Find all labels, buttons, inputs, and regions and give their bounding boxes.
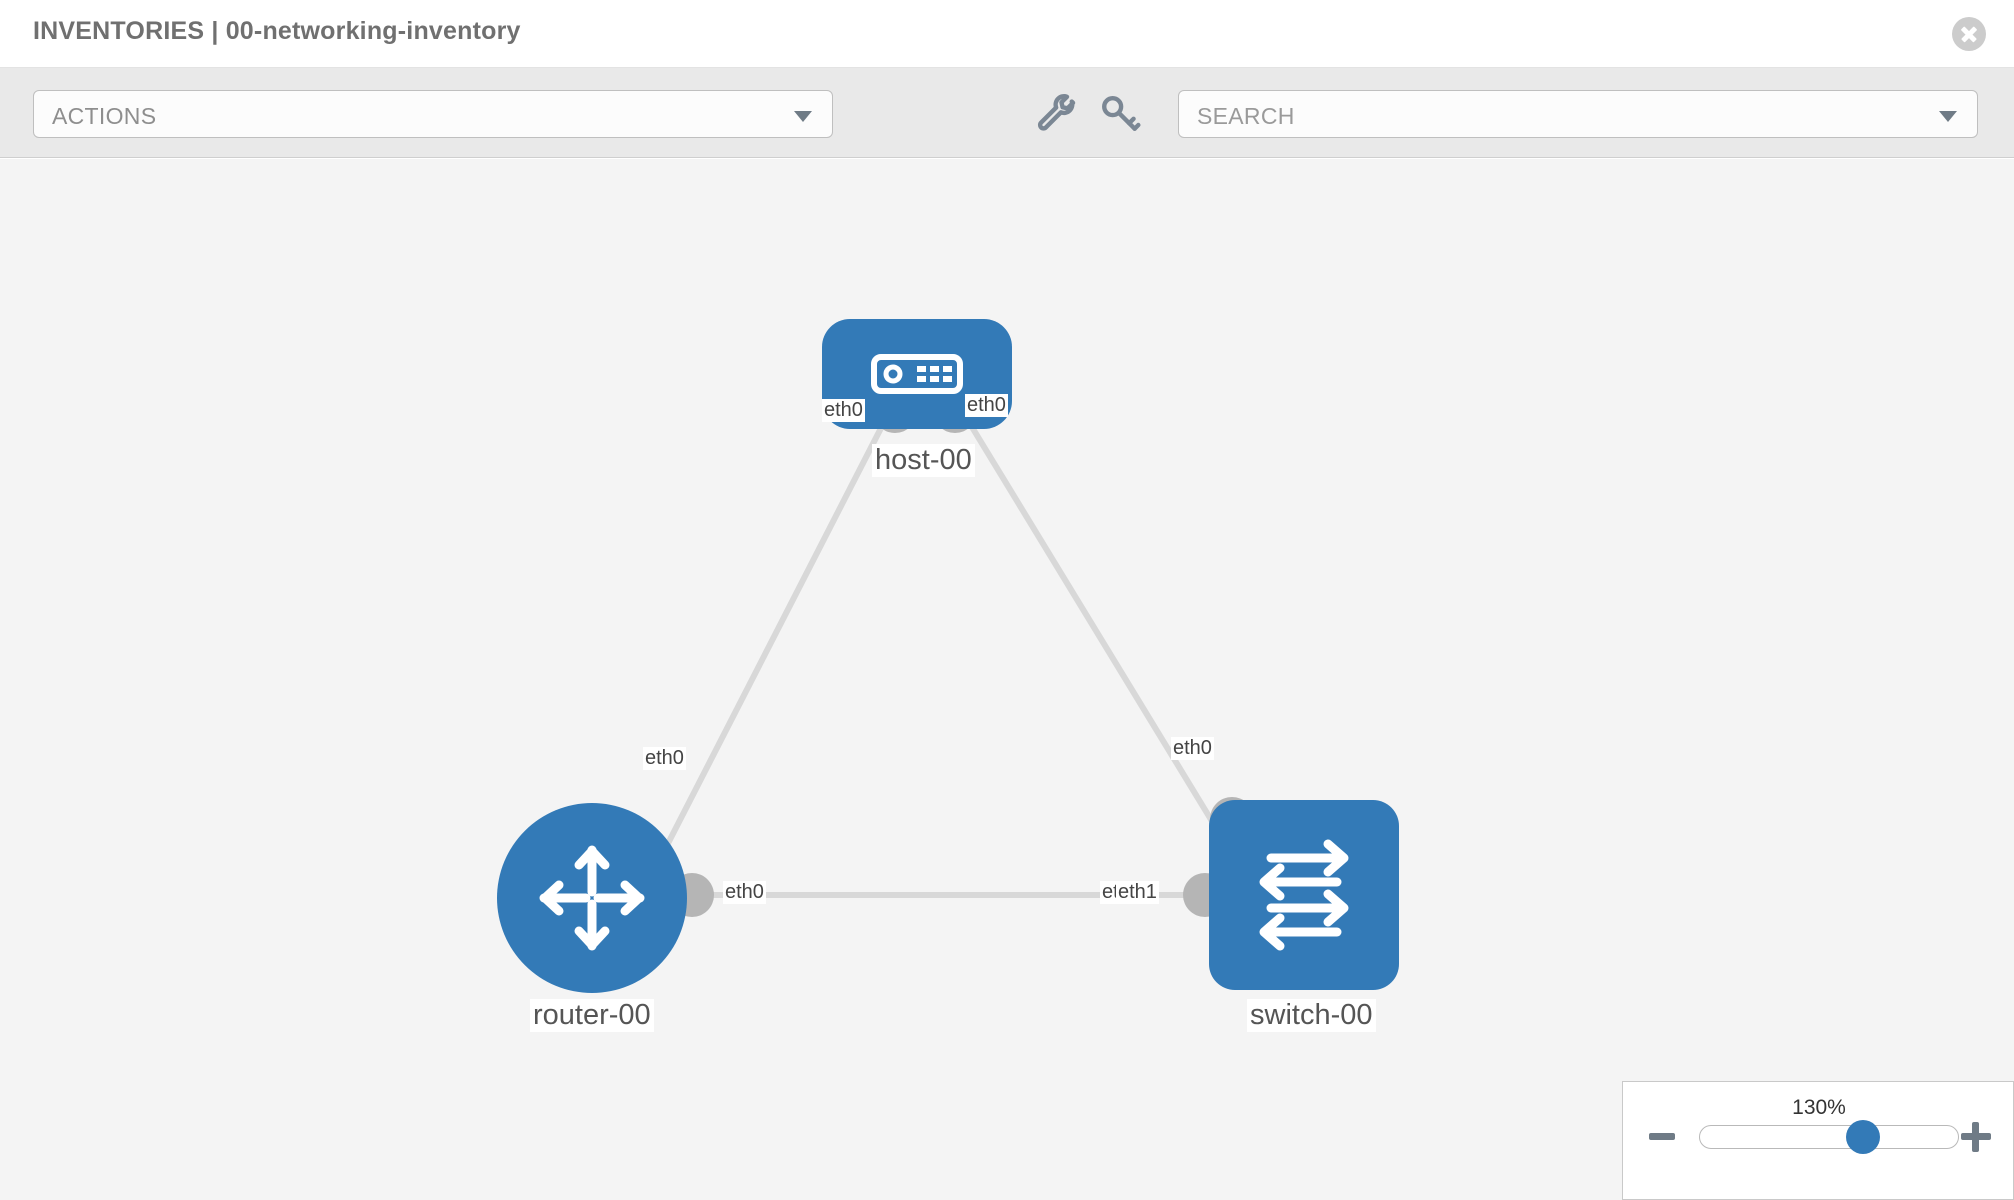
node-switch-00[interactable] (1209, 800, 1399, 990)
search-placeholder: SEARCH (1197, 103, 1295, 129)
port-label-switch-left-b: eth1 (1116, 881, 1159, 904)
zoom-slider-thumb[interactable] (1845, 1120, 1880, 1154)
port-label-router-up: eth0 (643, 747, 686, 770)
zoom-in-button[interactable] (1961, 1122, 1991, 1152)
node-label-switch: switch-00 (1247, 999, 1376, 1032)
node-label-router: router-00 (530, 999, 654, 1032)
port-label-host-left: eth0 (822, 399, 865, 422)
zoom-slider[interactable] (1699, 1120, 1959, 1154)
chevron-down-icon[interactable] (1939, 111, 1957, 122)
actions-dropdown-label: ACTIONS (52, 103, 157, 129)
page-header: INVENTORIES | 00-networking-inventory (0, 0, 2014, 68)
zoom-level-label: 130% (1792, 1096, 1846, 1119)
toolbar: ACTIONS SEARCH (0, 68, 2014, 158)
actions-dropdown[interactable]: ACTIONS (33, 90, 833, 138)
link-router-host (657, 389, 903, 861)
topology-canvas[interactable]: host-00 router-00 (0, 159, 2014, 1200)
switch-arrows-icon (1259, 839, 1349, 951)
zoom-control-panel: 130% (1622, 1081, 2014, 1200)
port-label-switch-up: eth0 (1171, 737, 1214, 760)
port-label-router-right: eth0 (723, 881, 766, 904)
chevron-down-icon (794, 111, 812, 122)
node-router-00[interactable] (497, 803, 687, 993)
port-label-host-right: eth0 (965, 394, 1008, 417)
search-input[interactable]: SEARCH (1178, 90, 1978, 138)
wrench-icon[interactable] (1036, 92, 1080, 136)
key-icon[interactable] (1098, 92, 1142, 136)
node-label-host: host-00 (872, 444, 975, 477)
zoom-out-button[interactable] (1649, 1122, 1677, 1150)
close-icon[interactable] (1952, 17, 1986, 51)
router-arrows-icon (539, 845, 645, 951)
link-host-switch (947, 389, 1238, 861)
topology-graph (657, 389, 1254, 917)
page-title: INVENTORIES | 00-networking-inventory (33, 17, 521, 45)
server-icon (871, 354, 963, 394)
